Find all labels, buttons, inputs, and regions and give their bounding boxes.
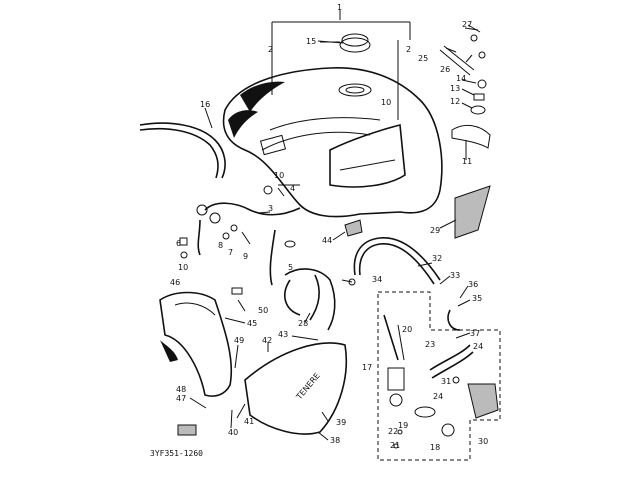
part-label-37: 37 [470, 329, 480, 338]
fuel-cap [320, 33, 371, 53]
part-label-18: 18 [430, 443, 440, 452]
damper [344, 219, 363, 237]
part-label-35: 35 [472, 294, 482, 303]
part-label-30: 30 [478, 437, 488, 446]
part-label-10b: 10 [274, 171, 284, 180]
part-label-25: 25 [418, 54, 428, 63]
part-label-8: 8 [218, 241, 223, 250]
part-labels: 1 2 2 3 4 5 6 7 8 9 10 10 11 12 13 14 15… [170, 3, 488, 452]
part-label-9: 9 [243, 252, 248, 261]
part-label-5: 5 [288, 263, 293, 272]
part-label-43: 43 [278, 330, 288, 339]
part-label-34: 34 [372, 275, 382, 284]
side-cover-left [159, 287, 243, 397]
part-label-42: 42 [262, 336, 272, 345]
part-label-31: 31 [441, 377, 451, 386]
part-label-33: 33 [450, 271, 460, 280]
emblem [177, 424, 197, 436]
part-label-19: 19 [398, 421, 408, 430]
part-label-40: 40 [228, 428, 238, 437]
part-label-38: 38 [330, 436, 340, 445]
part-label-14: 14 [456, 74, 466, 83]
part-label-24a: 24 [473, 342, 483, 351]
part-label-41: 41 [244, 417, 254, 426]
part-label-20: 20 [402, 325, 412, 334]
part-label-7: 7 [228, 248, 233, 257]
rear-mount-parts [179, 184, 301, 286]
part-label-39: 39 [336, 418, 346, 427]
part-label-4: 4 [290, 184, 295, 193]
part-label-2b: 2 [406, 45, 411, 54]
fuel-hose [353, 237, 441, 285]
part-label-1: 1 [337, 3, 342, 12]
breather-hose [139, 122, 226, 179]
part-label-3: 3 [268, 204, 273, 213]
part-label-27: 27 [462, 20, 472, 29]
part-label-26: 26 [440, 65, 450, 74]
front-bracket [451, 79, 491, 149]
part-label-49: 49 [234, 336, 244, 345]
part-label-17: 17 [362, 363, 372, 372]
cover-logo: TENERE [294, 371, 322, 402]
tank-pad [454, 185, 491, 239]
part-label-21: 21 [390, 441, 400, 450]
part-label-44: 44 [322, 236, 332, 245]
part-label-36: 36 [468, 280, 478, 289]
part-label-22: 22 [388, 427, 398, 436]
part-label-28: 28 [298, 319, 308, 328]
part-label-10a: 10 [178, 263, 188, 272]
part-label-6: 6 [176, 239, 181, 248]
part-label-13: 13 [450, 84, 460, 93]
part-label-48: 48 [176, 385, 186, 394]
part-label-2a: 2 [268, 45, 273, 54]
fuel-tank: 10 [222, 10, 443, 218]
fuel-cock-assembly [377, 291, 501, 461]
part-label-50: 50 [258, 306, 268, 315]
part-label-11: 11 [462, 157, 472, 166]
part-label-12: 12 [450, 97, 460, 106]
part-label-16: 16 [200, 100, 210, 109]
part-label-29: 29 [430, 226, 440, 235]
support-bracket [284, 268, 336, 331]
part-label-15: 15 [306, 37, 316, 46]
part-label-24b: 24 [433, 392, 443, 401]
part-label-32: 32 [432, 254, 442, 263]
diagram-code: 3YF351-1260 [150, 449, 203, 458]
part-label-23: 23 [425, 340, 435, 349]
part-label-46: 46 [170, 278, 180, 287]
svg-text:10: 10 [381, 98, 391, 107]
part-label-47: 47 [176, 394, 186, 403]
leader-lines [189, 24, 481, 441]
part-label-45: 45 [247, 319, 257, 328]
